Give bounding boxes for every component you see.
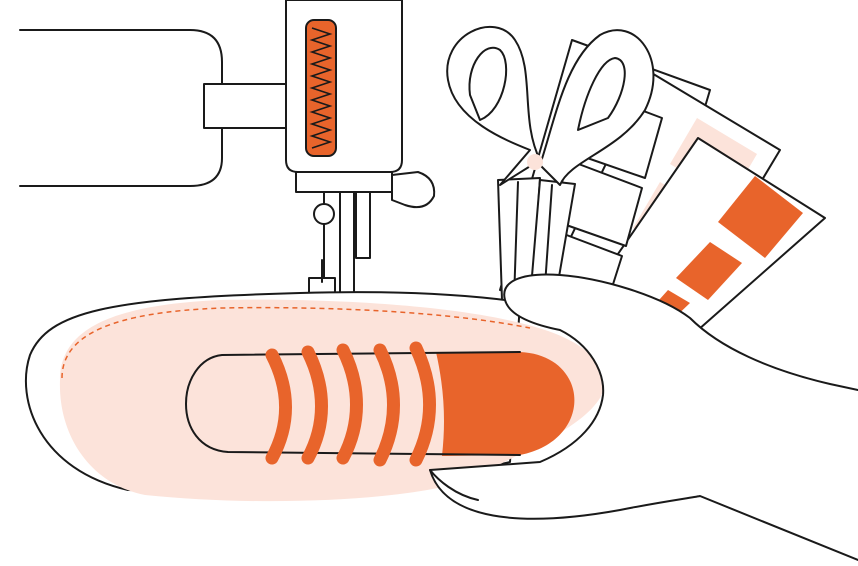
- swatch-cell: [676, 242, 742, 300]
- hand-back: [429, 273, 858, 561]
- machine-connector: [203, 83, 287, 129]
- machine-head: [285, 0, 403, 173]
- machine-arm: [19, 29, 223, 187]
- stitch-panel: [305, 19, 337, 157]
- stitch-line: [61, 306, 531, 379]
- scissors-pivot: [527, 154, 543, 170]
- hand-thumb: [429, 469, 479, 501]
- lace: [409, 341, 436, 467]
- lace: [373, 343, 400, 467]
- scissors-icon: [446, 26, 655, 301]
- presser-bar: [355, 191, 371, 259]
- shoe-sole-icon: [24, 291, 605, 502]
- lace: [301, 345, 328, 465]
- shoe-laces: [265, 341, 436, 467]
- lace: [265, 348, 292, 465]
- needle-clamp: [313, 203, 335, 225]
- presser-foot-bar: [339, 191, 355, 301]
- hand-icon: [429, 273, 858, 561]
- lace: [336, 343, 363, 465]
- sewing-machine-icon: [19, 0, 436, 309]
- toe-cap: [436, 352, 575, 456]
- swatch-cell: [718, 176, 803, 258]
- zigzag-stitch: [309, 27, 333, 149]
- machine-base-plate: [295, 171, 393, 193]
- thread-guide: [391, 171, 436, 209]
